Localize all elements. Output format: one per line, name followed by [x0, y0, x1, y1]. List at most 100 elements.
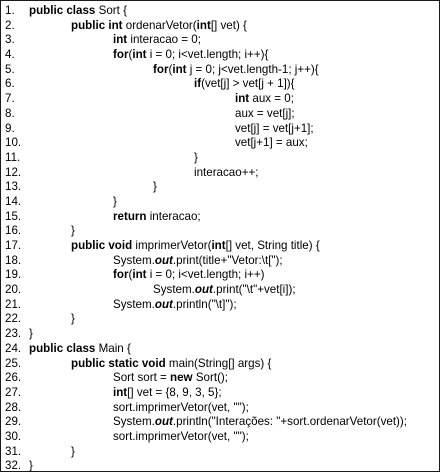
line-number: 20. [5, 283, 22, 297]
code-line: 31.} [1, 445, 439, 460]
code-text: .println("\t]"); [172, 297, 237, 311]
line-code: System.out.print(title+"Vetor:\t["); [113, 254, 283, 269]
line-number: 30. [5, 429, 22, 443]
code-line: 6. if(vet[j] > vet[j + 1]){ [1, 77, 439, 92]
code-text: ( [128, 48, 133, 62]
code-text: main(String[] args) { [168, 356, 272, 370]
code-text: j = 0; j<vet.length-1; j++){ [189, 62, 319, 76]
code-line: 10. vet[j+1] = aux; [1, 136, 439, 151]
code-text: [] vet, String title) { [225, 239, 320, 252]
code-field: out [154, 253, 173, 267]
code-text: Sort(); [195, 371, 229, 385]
code-keyword: int [172, 62, 190, 76]
line-number: 10. [5, 136, 22, 150]
code-keyword: int [132, 268, 150, 282]
code-line: 9.vet[j] = vet[j+1]; [1, 122, 439, 137]
code-line: 32.} [1, 459, 439, 474]
code-text: Main { [98, 341, 131, 355]
code-line: 24.public class Main { [1, 342, 439, 357]
code-text: interacao; [149, 209, 201, 223]
line-number: 4. [5, 48, 15, 62]
line-number: 14. [5, 194, 22, 208]
code-text: ordenarVetor( [125, 18, 197, 32]
code-keyword: public void [71, 239, 136, 252]
line-code: interacao++; [194, 166, 258, 181]
code-line: 26. Sort sort = new Sort(); [1, 371, 439, 386]
code-text: } [29, 459, 33, 473]
code-text: aux = 0; [252, 92, 294, 106]
code-text: .print("\t"+vet[i]); [212, 283, 296, 297]
code-text: vet[j+1] = aux; [235, 136, 308, 150]
code-text: } [194, 150, 198, 164]
code-field: out [194, 283, 213, 297]
line-code: } [29, 459, 33, 474]
code-text: aux = vet[j]; [235, 106, 295, 120]
code-text: System. [153, 283, 195, 297]
line-number: 25. [5, 356, 22, 370]
line-number: 6. [5, 77, 15, 91]
line-code: sort.imprimerVetor(vet, ""); [113, 430, 249, 445]
code-keyword: int [113, 385, 128, 399]
line-number: 15. [5, 209, 22, 223]
line-number: 5. [5, 62, 15, 76]
code-line: 22.} [1, 312, 439, 327]
code-text: sort.imprimerVetor(vet, ""); [113, 429, 249, 443]
code-line: 8. aux = vet[j]; [1, 107, 439, 122]
code-line: 25. public static void main(String[] args… [1, 357, 439, 372]
code-line: 15. return interacao; [1, 210, 439, 225]
line-code: Sort sort = new Sort(); [113, 371, 228, 386]
code-keyword: public class [29, 341, 99, 355]
code-line: 28.sort.imprimerVetor(vet, ""); [1, 401, 439, 416]
code-text: i = 0; i<vet.length; i++){ [149, 48, 269, 62]
line-code: aux = vet[j]; [235, 107, 295, 122]
code-keyword: for [153, 62, 169, 76]
line-number: 26. [5, 371, 22, 385]
line-number: 18. [5, 253, 22, 267]
code-line: 27. int[] vet = {8, 9, 3, 5}; [1, 386, 439, 401]
line-number: 7. [5, 92, 15, 106]
code-keyword: int [113, 33, 131, 47]
code-line: 12. interacao++; [1, 166, 439, 181]
line-number: 1. [5, 4, 15, 17]
line-number: 27. [5, 385, 22, 399]
line-code: public void imprimerVetor(int[] vet, Str… [71, 239, 320, 254]
line-number: 8. [5, 106, 15, 120]
code-keyword: public static void [71, 356, 169, 370]
line-code: System.out.print("\t"+vet[i]); [153, 283, 296, 298]
code-line: 29.System.out.println("Interações: "+sor… [1, 415, 439, 430]
line-number: 17. [5, 239, 22, 252]
code-text: [] vet) { [210, 18, 247, 32]
line-code: vet[j+1] = aux; [235, 136, 308, 151]
code-keyword: int [132, 48, 150, 62]
code-keyword: for [113, 268, 129, 282]
code-line: 7.int aux = 0; [1, 92, 439, 107]
line-code: if(vet[j] > vet[j + 1]){ [194, 77, 295, 92]
line-code: int[] vet = {8, 9, 3, 5}; [113, 386, 222, 401]
line-number: 16. [5, 224, 22, 238]
line-code: System.out.println("Interações: "+sort.o… [113, 415, 407, 430]
line-code: } [194, 151, 198, 166]
line-code: public int ordenarVetor(int[] vet) { [71, 19, 247, 34]
code-line: 20. System.out.print("\t"+vet[i]); [1, 283, 439, 298]
line-code: } [71, 224, 75, 239]
code-line: 19.for(int i = 0; i<vet.length; i++) [1, 268, 439, 283]
code-line: 1.public class Sort { [1, 4, 439, 19]
line-number: 21. [5, 297, 22, 311]
code-text: System. [113, 253, 155, 267]
line-number: 12. [5, 165, 22, 179]
line-code: } [71, 445, 75, 460]
line-number: 23. [5, 327, 22, 341]
line-code: return interacao; [113, 210, 201, 225]
code-keyword: if [194, 77, 202, 91]
code-text: Sort sort = [113, 371, 171, 385]
code-text: Sort { [98, 4, 127, 17]
code-keyword: int [196, 18, 211, 32]
line-code: sort.imprimerVetor(vet, ""); [113, 401, 249, 416]
line-code: } [71, 312, 75, 327]
line-number: 3. [5, 33, 15, 47]
code-text: ( [168, 62, 173, 76]
code-text: i = 0; i<vet.length; i++) [149, 268, 265, 282]
code-line: 3.int interacao = 0; [1, 33, 439, 48]
line-number: 32. [5, 459, 22, 473]
